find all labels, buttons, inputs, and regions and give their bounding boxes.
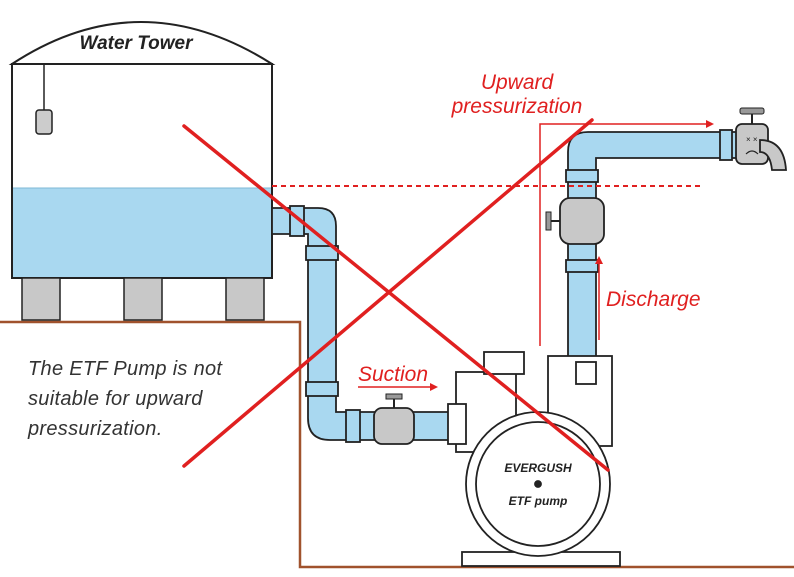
tower-leg — [123, 277, 163, 321]
pump-icon — [447, 351, 621, 567]
valve-icon — [545, 197, 605, 245]
discharge-label: Discharge — [606, 288, 701, 311]
tower-leg — [21, 277, 61, 321]
upward-pressurization-arrow — [539, 123, 706, 346]
caption: The ETF Pump is not suitable for upward … — [28, 354, 278, 444]
caption-line: The ETF Pump is not — [28, 358, 223, 380]
pump-model: ETF pump — [509, 494, 568, 508]
water-tower — [8, 21, 276, 321]
valve-icon — [373, 393, 415, 445]
tower-title: Water Tower — [80, 33, 195, 54]
suction-label: Suction — [358, 363, 428, 386]
caption-line: suitable for upward — [28, 388, 203, 410]
discharge-pipe — [565, 129, 741, 371]
faucet-icon: × × — [735, 107, 787, 171]
float-switch-icon — [35, 64, 53, 135]
cross-mark-icon — [182, 118, 610, 472]
upward-label-line2: pressurization — [451, 95, 583, 118]
ground-line — [0, 320, 794, 569]
upward-label-line1: Upward — [481, 71, 555, 94]
pump-brand: EVERGUSH — [504, 461, 572, 475]
svg-text:× ×: × × — [746, 135, 758, 144]
caption-line: pressurization. — [28, 418, 163, 440]
tower-leg — [225, 277, 265, 321]
tower-water — [13, 188, 271, 277]
